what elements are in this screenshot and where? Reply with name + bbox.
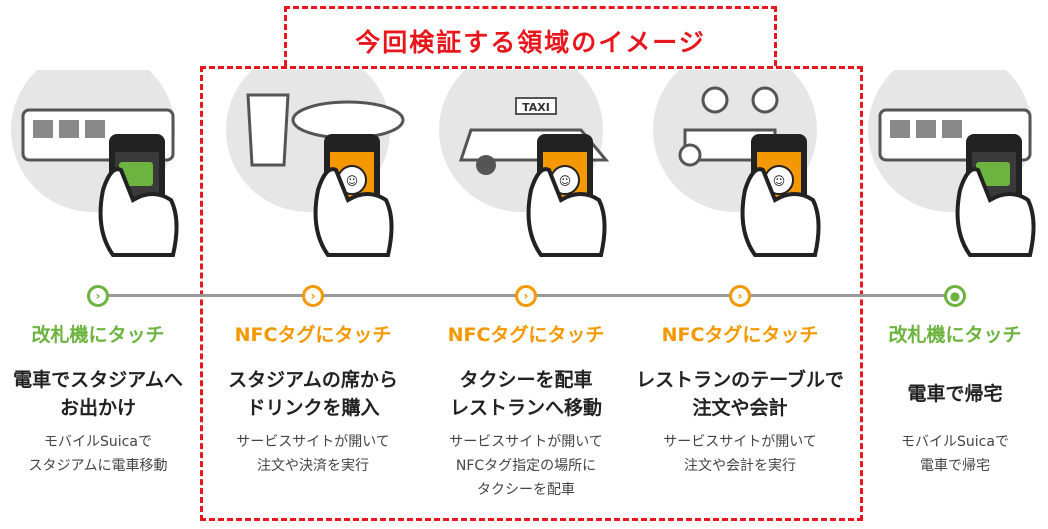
- heading-line: ドリンクを購入: [246, 397, 380, 419]
- step-description: サービスサイトが開いて NFCタグ指定の場所にタクシーを配車: [419, 430, 633, 502]
- step-label: NFCタグにタッチ: [661, 324, 819, 346]
- timeline-node-dot-icon: ●: [944, 285, 966, 307]
- description-line: モバイルSuicaで: [901, 434, 1009, 450]
- description-line: サービスサイトが開いて: [449, 434, 603, 450]
- heading-line: レストランのテーブルで: [636, 369, 844, 391]
- illustration: TAXI ☺: [439, 70, 610, 257]
- svg-text:TAXI: TAXI: [522, 101, 550, 114]
- timeline-node-chevron-icon: ›: [302, 285, 324, 307]
- heading-line: タクシーを配車: [459, 369, 593, 391]
- step-heading: 電車で帰宅: [848, 380, 1048, 408]
- hand-phone-icon: ☺: [526, 134, 607, 257]
- verification-area-box: [200, 66, 863, 521]
- heading-line: 電車で帰宅: [907, 383, 1003, 405]
- heading-line: スタジアムの席から: [228, 369, 398, 391]
- description-line: タクシーを配車: [477, 482, 575, 498]
- description-line: サービスサイトが開いて: [663, 434, 817, 450]
- illustration: ☺: [226, 70, 405, 257]
- hand-phone-icon: ☺: [740, 134, 821, 257]
- step-heading: レストランのテーブルで注文や会計: [633, 366, 847, 422]
- description-line: 電車で帰宅: [920, 458, 990, 474]
- step-description: サービスサイトが開いて注文や会計を実行: [633, 430, 847, 478]
- step-description: サービスサイトが開いて注文や決済を実行: [206, 430, 420, 478]
- heading-line: 電車でスタジアムへ: [13, 369, 183, 391]
- illustration: [11, 70, 179, 257]
- step-1: ›改札機にタッチ電車でスタジアムへお出かけモバイルSuicaでスタジアムに電車移…: [0, 0, 205, 529]
- description-line: 注文や会計を実行: [684, 458, 796, 474]
- hand-phone-icon: [98, 134, 179, 257]
- step-3: TAXI☺›NFCタグにタッチタクシーを配車レストランへ移動サービスサイトが開い…: [419, 0, 633, 529]
- step-4: ☺›NFCタグにタッチレストランのテーブルで注文や会計サービスサイトが開いて注文…: [633, 0, 847, 529]
- illustration: [868, 70, 1036, 257]
- timeline-node-chevron-icon: ›: [515, 285, 537, 307]
- diagram-title: 今回検証する領域のイメージ: [355, 28, 706, 57]
- step-heading: 電車でスタジアムへお出かけ: [0, 366, 205, 422]
- description-line: サービスサイトが開いて: [236, 434, 390, 450]
- step-label: NFCタグにタッチ: [447, 324, 605, 346]
- step-2: ☺›NFCタグにタッチスタジアムの席からドリンクを購入サービスサイトが開いて注文…: [206, 0, 420, 529]
- timeline-node-chevron-icon: ›: [729, 285, 751, 307]
- description-line: スタジアムに電車移動: [28, 458, 168, 474]
- verification-area-title-box: 今回検証する領域のイメージ: [284, 6, 777, 66]
- timeline-node-chevron-icon: ›: [87, 285, 109, 307]
- svg-text:☺: ☺: [773, 174, 786, 188]
- heading-line: お出かけ: [59, 397, 136, 419]
- step-heading: スタジアムの席からドリンクを購入: [206, 366, 420, 422]
- description-line: モバイルSuicaで: [44, 434, 152, 450]
- svg-text:☺: ☺: [559, 174, 572, 188]
- step-description: モバイルSuicaでスタジアムに電車移動: [0, 430, 205, 478]
- illustration: ☺: [653, 70, 821, 257]
- description-line: NFCタグ指定の場所に: [455, 458, 597, 474]
- description-line: 注文や決済を実行: [257, 458, 369, 474]
- step-heading: タクシーを配車レストランへ移動: [419, 366, 633, 422]
- hand-phone-icon: [955, 134, 1036, 257]
- svg-text:☺: ☺: [346, 174, 359, 188]
- heading-line: 注文や会計: [692, 397, 788, 419]
- step-label: 改札機にタッチ: [31, 324, 165, 346]
- step-label: NFCタグにタッチ: [234, 324, 392, 346]
- step-label: 改札機にタッチ: [888, 324, 1022, 346]
- step-description: モバイルSuicaで電車で帰宅: [848, 430, 1048, 478]
- step-5: ●改札機にタッチ電車で帰宅モバイルSuicaで電車で帰宅: [848, 0, 1048, 529]
- heading-line: レストランへ移動: [449, 397, 602, 419]
- hand-phone-icon: ☺: [313, 134, 394, 257]
